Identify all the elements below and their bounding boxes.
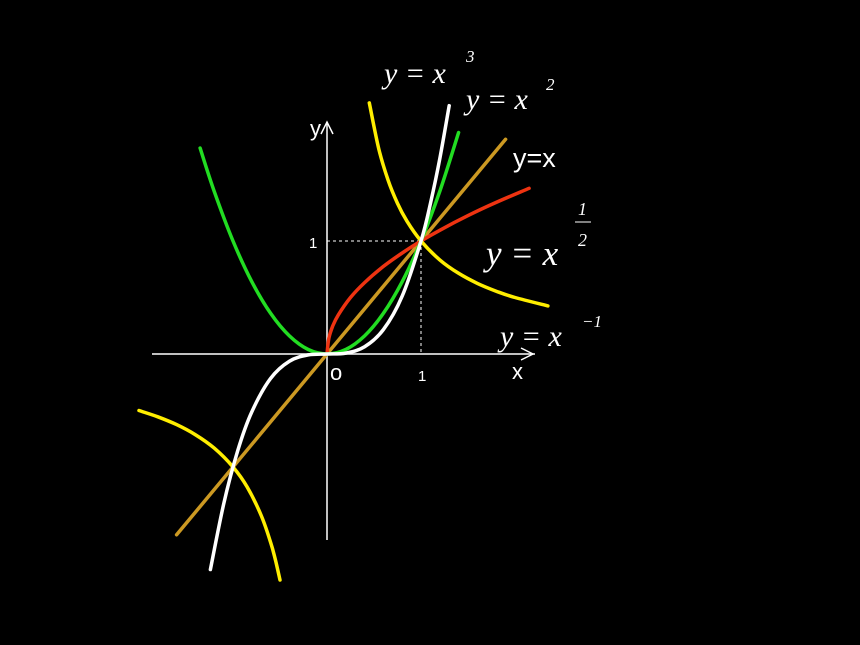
label-square: y = x 2 [463, 75, 555, 116]
label-identity: y=x [513, 143, 556, 173]
label-sqrt-denominator: 2 [578, 230, 587, 250]
label-square-main: y = x [463, 83, 529, 116]
y-axis-label: y [310, 116, 321, 141]
curves [137, 101, 550, 582]
label-cube-exponent: 3 [465, 47, 475, 66]
curve-sqrt [325, 186, 531, 356]
series-labels: y = x 3 y = x 2 y=x y = x 1 2 y = x −1 [381, 47, 602, 353]
label-sqrt: y = x 1 2 [483, 199, 591, 273]
x-tick-label-1: 1 [418, 368, 426, 385]
x-axis-label: x [512, 359, 523, 384]
label-reciprocal-main: y = x [497, 320, 563, 353]
curve-reciprocal-branch-1 [367, 101, 550, 308]
label-sqrt-main: y = x [483, 234, 559, 273]
label-square-exponent: 2 [546, 75, 555, 94]
label-reciprocal-exponent: −1 [582, 312, 602, 331]
curve-identity [174, 137, 508, 537]
label-reciprocal: y = x −1 [497, 312, 602, 353]
axis-labels: y x o 1 1 [309, 116, 523, 385]
label-cube-main: y = x [381, 57, 447, 90]
guide-lines [327, 240, 422, 354]
x-axis-arrow [520, 347, 535, 361]
label-cube: y = x 3 [381, 47, 475, 90]
label-sqrt-numerator: 1 [578, 199, 587, 219]
y-tick-label-1: 1 [309, 235, 317, 252]
y-axis-arrow [320, 120, 334, 135]
curve-cube [208, 103, 451, 572]
axes [152, 120, 535, 540]
origin-label: o [330, 360, 342, 385]
